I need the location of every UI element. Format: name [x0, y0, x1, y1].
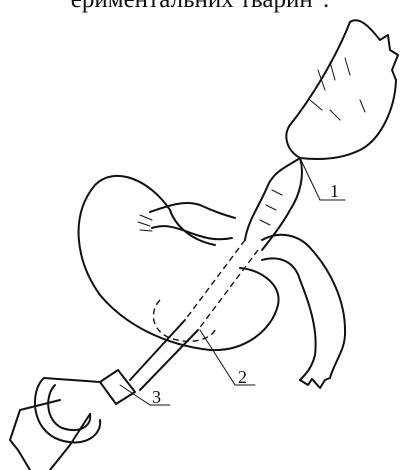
stomach-outline — [79, 176, 279, 350]
label-leaders — [120, 158, 345, 405]
connector — [10, 370, 135, 470]
label-1: 1 — [330, 181, 339, 201]
label-3: 3 — [152, 387, 161, 407]
label-2: 2 — [238, 367, 247, 387]
esophagus-upper — [286, 20, 398, 159]
intestine — [262, 235, 345, 388]
